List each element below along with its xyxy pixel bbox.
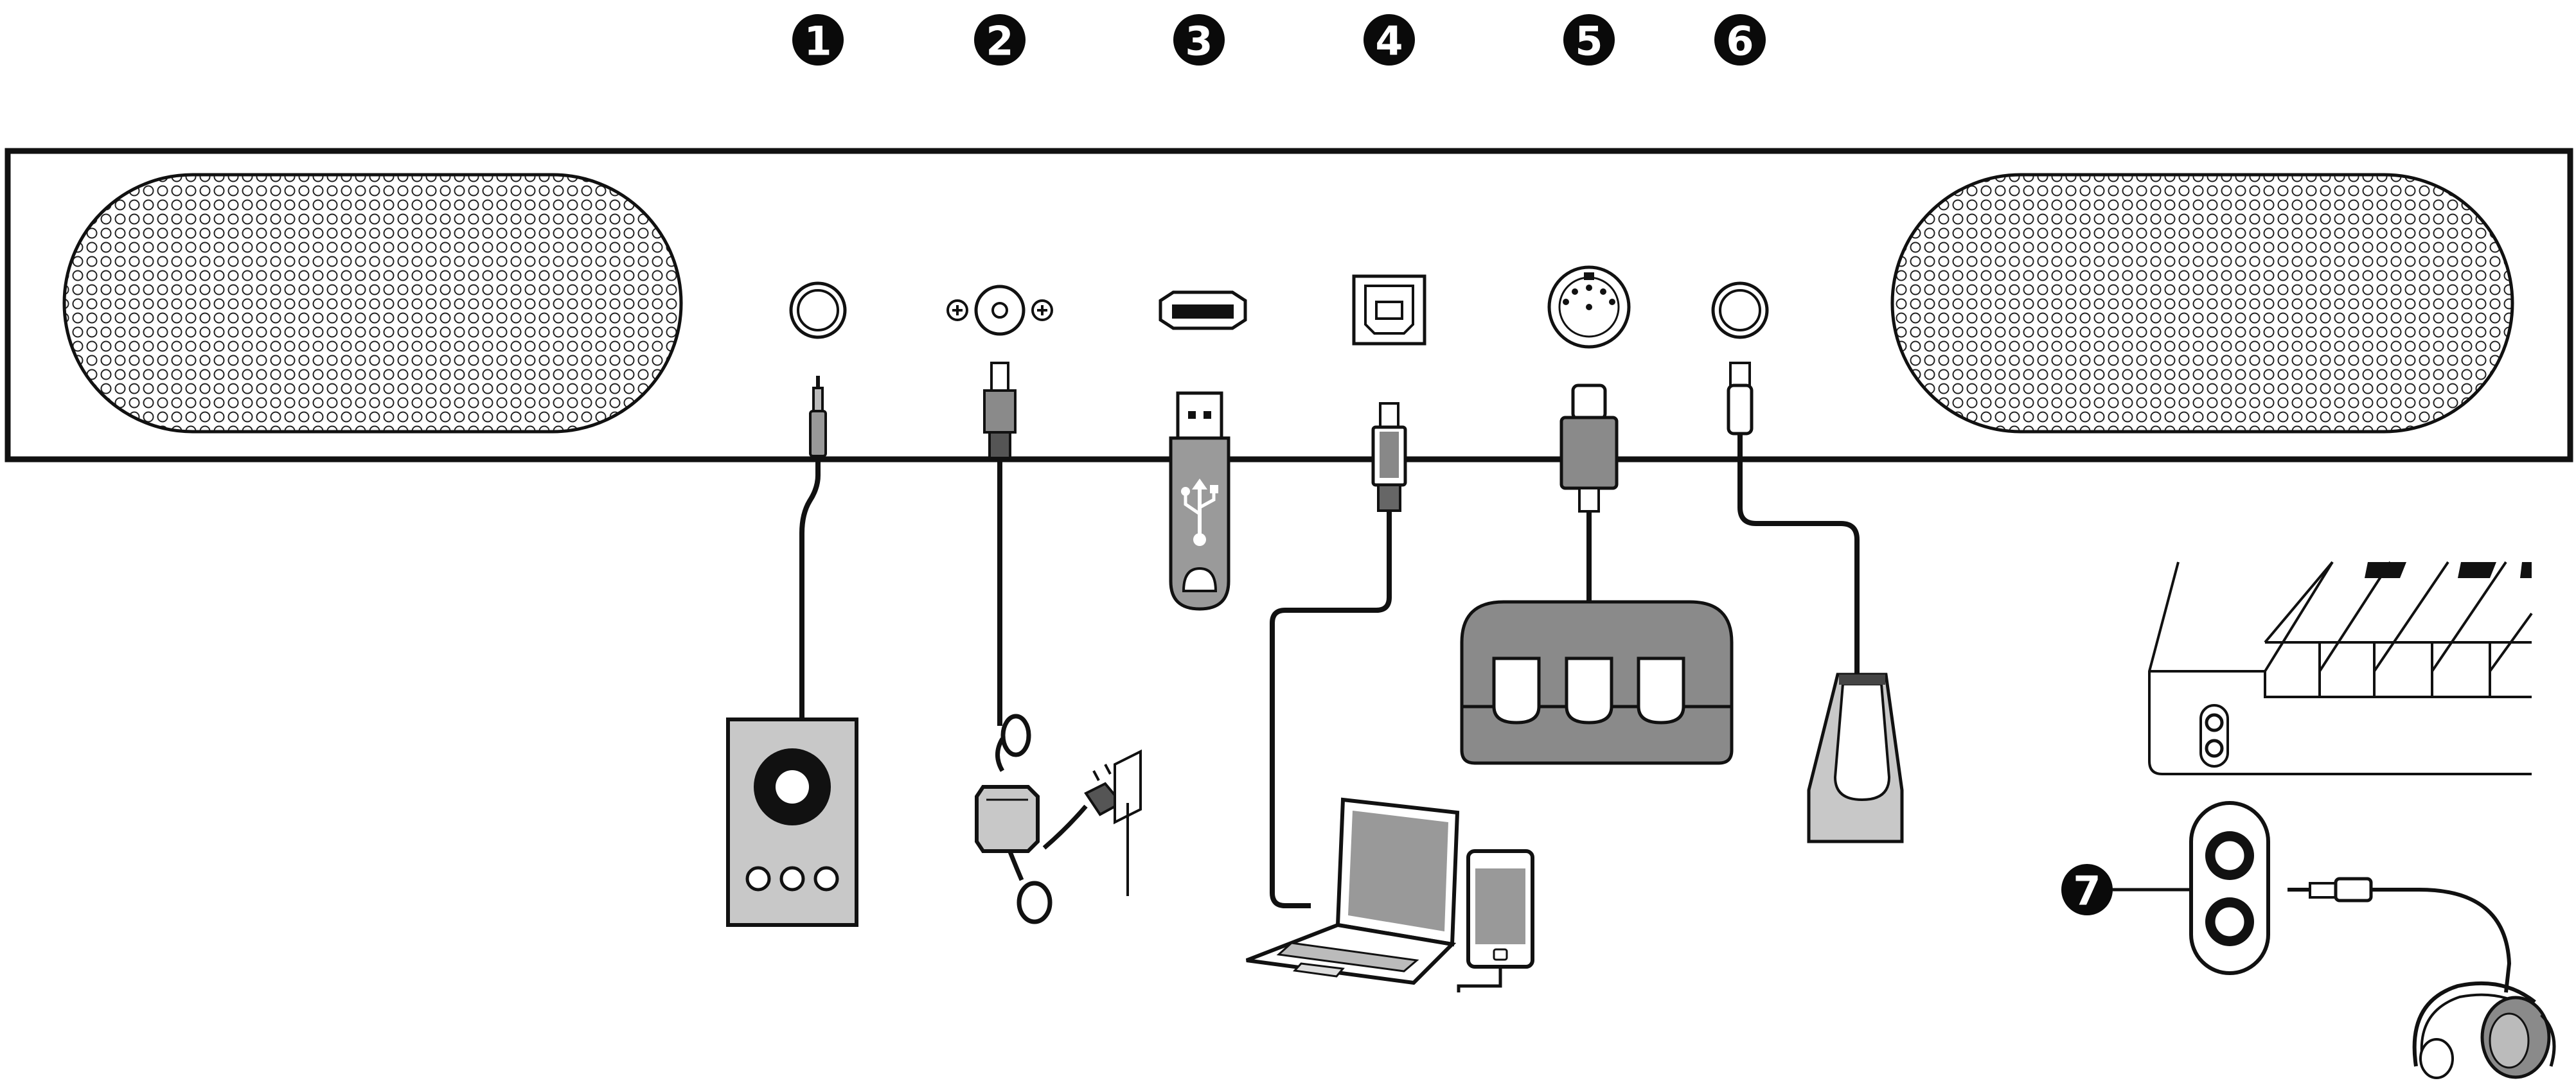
sustain-cable — [1727, 362, 1860, 674]
sustain-pedal-icon — [1807, 673, 1904, 843]
callout-badge-3: 3 — [1173, 14, 1225, 66]
speaker-grille-right — [1890, 173, 2514, 434]
power-adapter-icon — [975, 764, 1124, 853]
external-speaker-icon — [726, 718, 858, 927]
usb-to-device-port — [1159, 290, 1247, 330]
callout-number: 5 — [1575, 18, 1603, 65]
callout-badge-circle — [2061, 864, 2113, 915]
laptop-icon — [1245, 797, 1460, 985]
callout-badge-circle — [1563, 14, 1615, 66]
callout-badge-circle — [792, 14, 844, 66]
power-cable — [983, 362, 1088, 924]
callout-badge-circle — [1364, 14, 1415, 66]
callout-badge-5: 5 — [1563, 14, 1615, 66]
dc-in-jack — [946, 285, 1053, 336]
callout-badge-7: 7 — [2061, 864, 2113, 915]
aux-cable — [799, 376, 827, 719]
callout-badge-6: 6 — [1714, 14, 1766, 66]
callout-badge-circle — [1173, 14, 1225, 66]
callout-number: 3 — [1185, 18, 1212, 65]
callout-badge-circle — [1714, 14, 1766, 66]
callout-number: 1 — [804, 18, 831, 65]
callout-number: 2 — [986, 18, 1013, 65]
wall-outlet-icon — [1114, 749, 1142, 896]
callout-badge-circle — [974, 14, 1026, 66]
usb-to-host-port — [1352, 274, 1426, 346]
headphone-plug-cable — [2287, 877, 2512, 993]
callout-number: 4 — [1375, 18, 1403, 65]
callout-badge-4: 4 — [1364, 14, 1415, 66]
callout-number: 7 — [2073, 868, 2101, 915]
triple-pedal-unit-icon — [1460, 600, 1734, 765]
callout-badge-2: 2 — [974, 14, 1026, 66]
usb-flash-drive-icon — [1169, 391, 1230, 611]
callout-badge-1: 1 — [792, 14, 844, 66]
speaker-grille-left — [62, 173, 683, 434]
aux-out-jack — [789, 281, 847, 339]
headphone-jack-panel — [2112, 801, 2270, 975]
headphones-icon — [2412, 981, 2556, 1079]
callout-number: 6 — [1726, 18, 1754, 65]
smartphone-icon — [1457, 849, 1534, 992]
pedal-unit-din-port — [1547, 265, 1631, 349]
sustain-jack — [1711, 281, 1769, 339]
din-cable — [1559, 383, 1619, 602]
usb-b-cable — [1270, 402, 1407, 908]
keyboard-corner-icon — [2148, 561, 2533, 775]
